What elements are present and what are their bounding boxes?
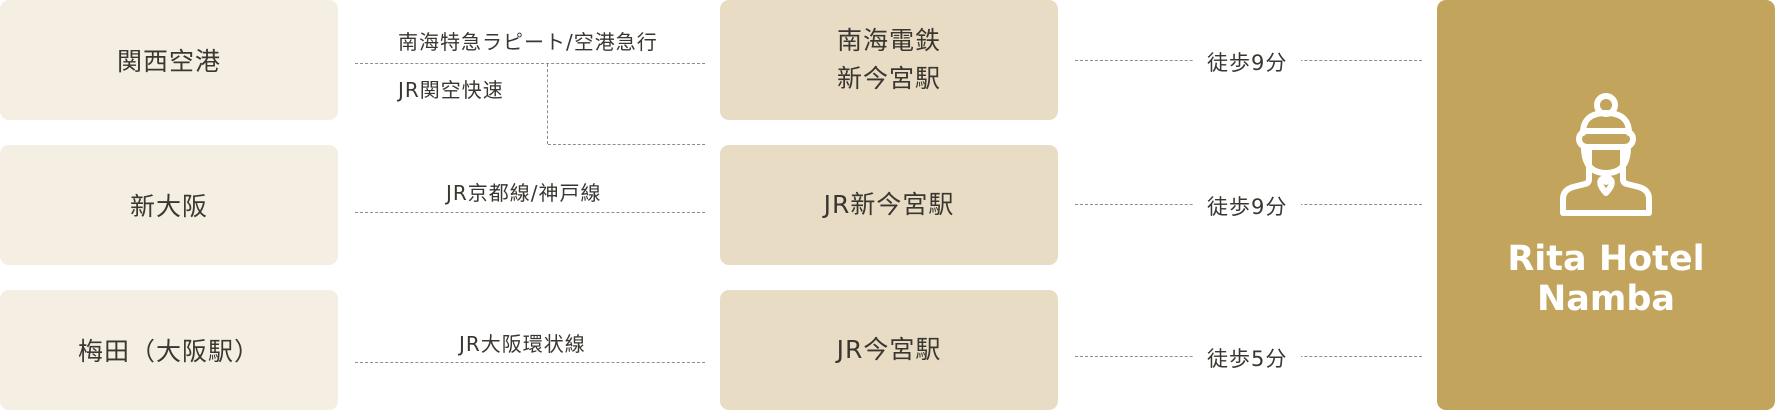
buddha-icon <box>1560 93 1652 216</box>
station-nankai-shin-imamiya: 南海電鉄 新今宮駅 <box>720 0 1058 120</box>
walk-label-2: 徒歩9分 <box>1193 191 1302 221</box>
hotel-name-line2: Namba <box>1536 279 1676 319</box>
walk-label-3: 徒歩5分 <box>1193 343 1302 373</box>
origin-umeda: 梅田（大阪駅） <box>0 290 338 410</box>
route-label-nankai: 南海特急ラピート/空港急行 <box>398 30 658 54</box>
origin-label: 新大阪 <box>129 192 208 221</box>
route-label-jr-kyoto-kobe: JR京都線/神戸線 <box>446 181 602 205</box>
route-line-kansai-jr <box>548 144 705 145</box>
origin-shin-osaka: 新大阪 <box>0 145 338 265</box>
route-label-jr-loop: JR大阪環状線 <box>459 332 586 356</box>
route-line-umeda <box>355 362 705 363</box>
hotel-name-line1: Rita Hotel <box>1507 239 1705 279</box>
origin-label: 梅田（大阪駅） <box>77 337 260 366</box>
route-line-shin-osaka <box>355 212 705 213</box>
station-label: JR新今宮駅 <box>823 190 955 219</box>
origin-kansai-airport: 関西空港 <box>0 0 338 120</box>
walk-label-1: 徒歩9分 <box>1193 47 1302 77</box>
station-label-line2: 新今宮駅 <box>836 64 941 93</box>
hotel-name: Rita Hotel Namba <box>1507 239 1704 319</box>
route-label-jr-kanku: JR関空快速 <box>398 78 504 102</box>
station-jr-imamiya: JR今宮駅 <box>720 290 1058 410</box>
route-line-kansai-nankai <box>355 63 705 64</box>
station-label: JR今宮駅 <box>836 335 942 364</box>
station-label-line1: 南海電鉄 <box>836 26 941 55</box>
route-line-kansai-jr-vertical <box>547 64 548 144</box>
origin-label: 関西空港 <box>116 47 221 76</box>
hotel-destination: Rita Hotel Namba <box>1437 0 1775 410</box>
station-jr-shin-imamiya: JR新今宮駅 <box>720 145 1058 265</box>
